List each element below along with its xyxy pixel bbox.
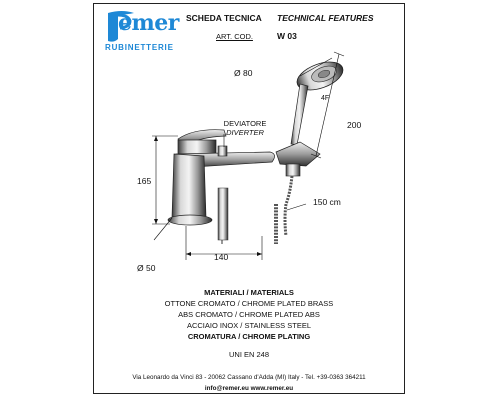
materials-heading: MATERIALI / MATERIALS (204, 288, 294, 297)
article-code: W 03 (277, 31, 297, 41)
logo-subtitle: RUBINETTERIE (105, 43, 174, 52)
shower-diameter-label: Ø 80 (234, 68, 253, 78)
remer-logo-icon (108, 11, 134, 42)
dimension-lines (152, 51, 345, 260)
title-english: TECHNICAL FEATURES (277, 13, 374, 23)
standard-line: UNI EN 248 (228, 350, 270, 359)
article-label: ART. COD. (216, 32, 253, 41)
faucet-body (167, 129, 275, 226)
diverter-label-it: DEVIATORE (223, 119, 267, 128)
finish-line: CROMATURA / CHROME PLATING (187, 332, 311, 341)
company-address: Via Leonardo da Vinci 83 - 20062 Cassano… (132, 374, 366, 381)
faucet-drawing (152, 51, 345, 260)
logo-wordmark: emer (118, 10, 179, 36)
shower-height-label: 200 (347, 120, 362, 130)
hose-length-label: 150 cm (313, 197, 341, 207)
technical-sheet: emer RUBINETTERIE SCHEDA TECNICA TECHNIC… (93, 3, 405, 394)
spout-height-label: 165 (137, 176, 152, 186)
title-italian: SCHEDA TECNICA (186, 13, 262, 23)
material-line: ACCIAIO INOX / STAINLESS STEEL (186, 321, 312, 330)
base-diameter-label: Ø 50 (137, 263, 156, 273)
supply-pipe (217, 187, 229, 241)
company-contacts: info@remer.eu www.remer.eu (204, 385, 294, 392)
diverter-label-en: DIVERTER (226, 128, 264, 137)
hand-shower-head (290, 61, 344, 146)
material-line: ABS CROMATO / CHROME PLATED ABS (178, 310, 320, 319)
dimension-arrows (154, 136, 262, 256)
shower-functions-label: 4F (321, 95, 330, 102)
shower-holder (275, 141, 321, 177)
diverter-label: DEVIATORE DIVERTER (222, 119, 268, 137)
centers-label: 140 (214, 252, 229, 262)
shower-hose (283, 175, 294, 237)
material-line: OTTONE CROMATO / CHROME PLATED BRASS (164, 299, 334, 308)
